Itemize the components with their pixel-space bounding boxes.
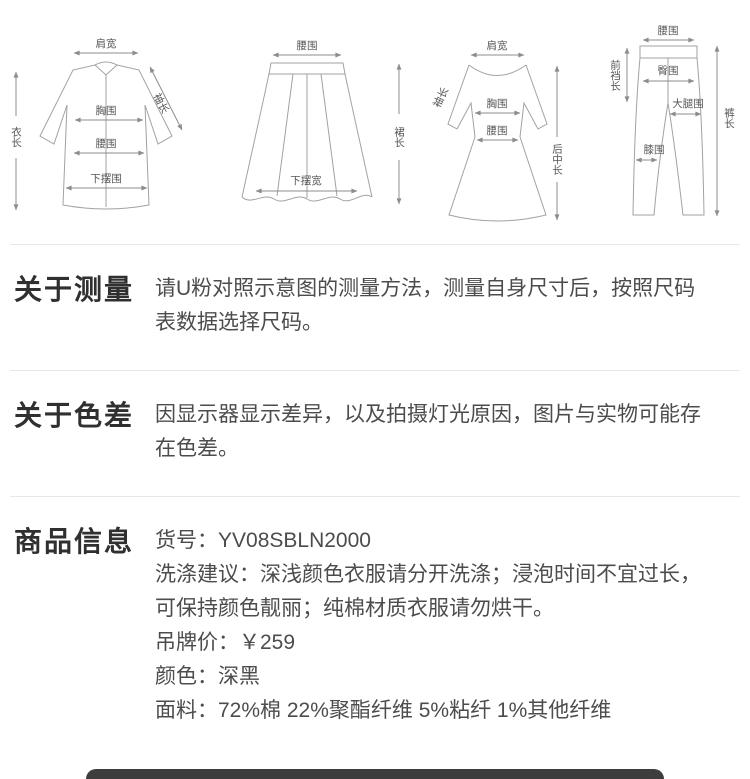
shirt-waist-label: 腰围 (96, 138, 117, 150)
skirt-right-edge (344, 73, 373, 198)
shirt-neckline (94, 61, 118, 66)
skirt-waist-label: 腰围 (297, 40, 318, 52)
dress-neckline (468, 64, 527, 76)
dress-diagram: 肩宽 袖长 胸围 腰围 后中长 (430, 39, 563, 222)
pants-front-rise-label: 前裆长 (609, 58, 621, 90)
skirt-fold-left (276, 73, 294, 197)
shirt-collar (94, 64, 118, 76)
dress-chest-label: 胸围 (487, 97, 508, 110)
section-color-difference-body: 因显示器显示差异，以及拍摄灯光原因，图片与实物可能存在色差。 (155, 398, 708, 466)
skirt-length-label: 裙长 (393, 126, 405, 148)
dress-shoulder-label: 肩宽 (487, 39, 508, 52)
pants-knee-label: 膝围 (644, 143, 665, 156)
section-color-difference-text: 因显示器显示差异，以及拍摄灯光原因，图片与实物可能存在色差。 (155, 403, 701, 460)
skirt-waistband (268, 62, 346, 75)
shirt-length-label: 衣长 (10, 126, 22, 148)
dress-waist-label: 腰围 (487, 125, 508, 137)
shirt-hem-label: 下摆围 (90, 172, 122, 185)
skirt-fold-right (320, 73, 338, 197)
section-product-info-title: 商品信息 (14, 526, 135, 557)
dress-outline (447, 64, 548, 222)
product-color-line: 颜色：深黑 (155, 665, 260, 688)
product-tag-price-line: 吊牌价：￥259 (155, 631, 296, 654)
pants-thigh-label: 大腿围 (672, 97, 704, 110)
pants-waist-label: 腰围 (658, 25, 679, 37)
shirt-outline (39, 64, 173, 210)
divider (10, 496, 740, 497)
section-color-difference: 关于色差 因显示器显示差异，以及拍摄灯光原因，图片与实物可能存在色差。 (0, 371, 750, 496)
skirt-left-edge (241, 73, 270, 198)
divider (10, 244, 740, 245)
product-fabric-line: 面料：72%棉 22%聚酯纤维 5%粘纤 1%其他纤维 (155, 699, 612, 722)
skirt-hem (241, 194, 373, 202)
product-sku-line: 货号：YV08SBLN2000 (155, 529, 371, 552)
product-wash-advice-line: 洗涤建议：深浅颜色衣服请分开洗涤；浸泡时间不宜过长，可保持颜色靓丽；纯棉材质衣服… (155, 563, 701, 620)
skirt-diagram: 腰围 下摆宽 裙长 (241, 40, 405, 205)
section-color-difference-title: 关于色差 (14, 400, 135, 431)
skirt-hem-width-label: 下摆宽 (290, 174, 322, 187)
shirt-diagram: 肩宽 衣长 袖长 胸围 腰围 下摆围 (10, 37, 183, 211)
section-measurement-body: 请U粉对照示意图的测量方法，测量自身尺寸后，按照尺码表数据选择尺码。 (155, 272, 708, 340)
pants-outline (632, 57, 705, 216)
dress-sleeve-label: 袖长 (430, 85, 451, 110)
shirt-sleeve-arrow (149, 66, 183, 131)
pants-hip-label: 臀围 (658, 65, 679, 77)
dress-back-length-label: 后中长 (551, 143, 563, 175)
pants-waistband (639, 45, 698, 59)
shirt-chest-label: 胸围 (96, 104, 117, 117)
section-product-info: 商品信息 货号：YV08SBLN2000 洗涤建议：深浅颜色衣服请分开洗涤；浸泡… (0, 497, 750, 758)
product-detail-page: 肩宽 衣长 袖长 胸围 腰围 下摆围 腰围 下摆宽 (0, 6, 750, 779)
next-module-peek (86, 769, 664, 779)
divider (10, 370, 740, 371)
section-measurement: 关于测量 请U粉对照示意图的测量方法，测量自身尺寸后，按照尺码表数据选择尺码。 (0, 245, 750, 370)
pants-diagram: 腰围 前裆长 臀围 大腿围 膝围 裤长 (609, 25, 735, 217)
measurement-diagrams: 肩宽 衣长 袖长 胸围 腰围 下摆围 腰围 下摆宽 (10, 25, 735, 222)
pants-length-label: 裤长 (723, 107, 735, 129)
section-product-info-body: 货号：YV08SBLN2000 洗涤建议：深浅颜色衣服请分开洗涤；浸泡时间不宜过… (155, 524, 708, 728)
section-measurement-text: 请U粉对照示意图的测量方法，测量自身尺寸后，按照尺码表数据选择尺码。 (155, 277, 696, 334)
section-measurement-title: 关于测量 (14, 274, 135, 305)
shirt-shoulder-label: 肩宽 (96, 37, 117, 50)
